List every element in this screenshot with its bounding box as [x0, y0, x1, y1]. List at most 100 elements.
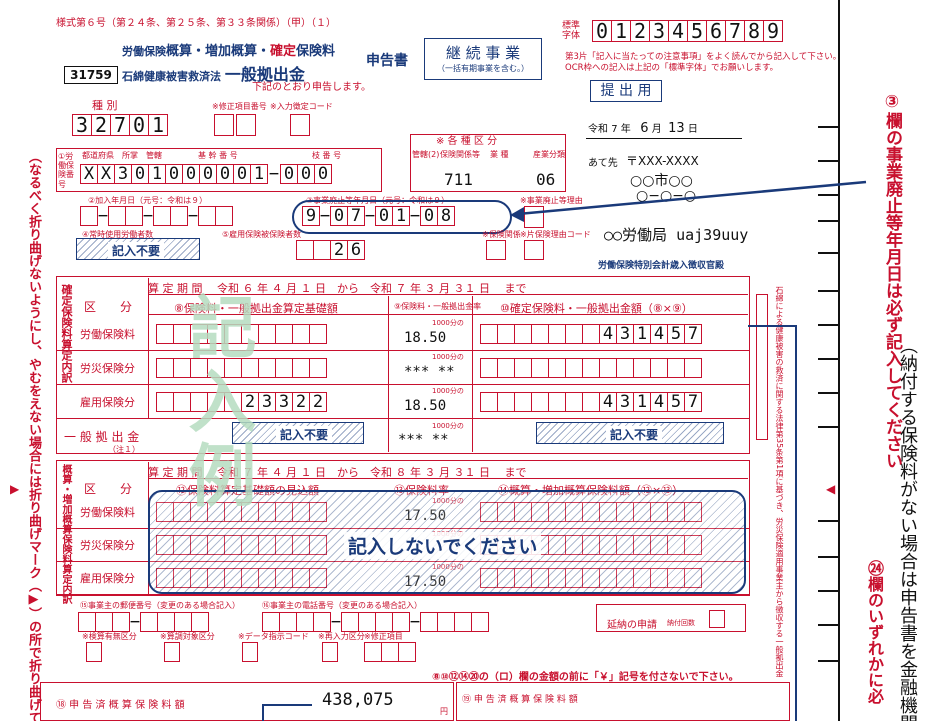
kensa-box[interactable]: [86, 642, 102, 662]
join-date-3[interactable]: [125, 206, 143, 226]
delay-count-box[interactable]: [709, 610, 725, 628]
end-date-digit-9[interactable]: 8: [437, 206, 455, 226]
end-date-digit-4[interactable]: −: [364, 206, 376, 226]
insurance-digit-3[interactable]: 0: [131, 164, 149, 184]
final-base-digit-0-9[interactable]: [309, 324, 327, 344]
estimate-base-cells-1[interactable]: [156, 535, 327, 555]
right-cut-line: [838, 0, 840, 721]
hoken-box[interactable]: [486, 240, 506, 260]
shubetsu-digit-0[interactable]: 3: [72, 113, 92, 137]
callout-arrow-head: [510, 207, 524, 222]
std-digit-1: 1: [611, 19, 631, 43]
estimate-base-digit-2-9[interactable]: [309, 568, 327, 588]
join-date-6[interactable]: [170, 206, 188, 226]
reinput-label: ※再入力区分: [318, 632, 365, 641]
insured-digit-1[interactable]: 6: [347, 240, 365, 260]
col-eda: 枝 番 号: [312, 151, 342, 160]
phone-cell-9[interactable]: −: [409, 612, 421, 632]
end-date-digit-1[interactable]: −: [319, 206, 331, 226]
insured-digit-0[interactable]: 2: [330, 240, 348, 260]
estimate-amount-cells-2[interactable]: [480, 568, 702, 588]
address-office: ○○労働局 uaj39uuy: [604, 226, 749, 244]
final-base-cells-0[interactable]: [156, 324, 327, 344]
final-amount-digit-2-10[interactable]: 4: [650, 392, 668, 412]
postal-change-label: ⑮事業主の郵便番号（変更のある場合記入）: [80, 601, 240, 610]
data-code-box[interactable]: [242, 642, 258, 662]
insured-label: ⑤雇用保険被保険者数: [222, 230, 302, 239]
prev-estimate-label-2: ⑲ 申 告 済 概 算 保 険 料 額: [462, 695, 578, 705]
workers-not-required-label: 記入不要: [108, 242, 165, 259]
postal-cell-2[interactable]: [112, 612, 130, 632]
estimate-amount-digit-1-12[interactable]: [684, 535, 702, 555]
tick-6: [818, 290, 840, 292]
insurance-digit-13[interactable]: 0: [314, 164, 332, 184]
amount-callout-line: [748, 325, 797, 721]
join-date-0[interactable]: [80, 206, 98, 226]
code-box[interactable]: [524, 240, 544, 260]
date-underline: [586, 138, 742, 139]
final-period: 算 定 期 間 令和 ６ 年 ４ 月 １ 日 から 令和 ７ 年 ３ 月 ３１ …: [148, 282, 527, 295]
shusei-box-1[interactable]: [214, 114, 234, 136]
estimate-amount-cells-0[interactable]: [480, 502, 702, 522]
shubetsu-digit-4[interactable]: 1: [148, 113, 168, 137]
shubetsu-digit-1[interactable]: 2: [91, 113, 111, 137]
estimate-base-cells-0[interactable]: [156, 502, 327, 522]
estimate-amount-digit-2-12[interactable]: [684, 568, 702, 588]
final-amount-cells-1[interactable]: [480, 358, 702, 378]
phone-change-cells[interactable]: −−: [262, 612, 489, 632]
kensa-label: ※検算有無区分: [82, 632, 137, 641]
final-amount-digit-0-12[interactable]: 7: [684, 324, 702, 344]
sanshutsu-box[interactable]: [164, 642, 180, 662]
phone-cell-3[interactable]: [313, 612, 331, 632]
phone-cell-8[interactable]: [392, 612, 410, 632]
postal-cell-3[interactable]: −: [129, 612, 141, 632]
postal-cell-7[interactable]: [191, 612, 209, 632]
insurance-dash: −: [268, 164, 280, 184]
postal-change-cells[interactable]: −: [78, 612, 209, 632]
shubetsu-digit-2[interactable]: 7: [110, 113, 130, 137]
address-line-1: ○○市○○: [630, 173, 693, 189]
join-date-4[interactable]: −: [142, 206, 154, 226]
tick-14: [818, 624, 840, 626]
final-base-digit-2-9[interactable]: 2: [309, 392, 327, 412]
join-date-cells[interactable]: −−−: [80, 206, 233, 226]
reinput-box[interactable]: [322, 642, 338, 662]
prev-estimate-unit: 円: [440, 707, 448, 716]
final-base-cells-1[interactable]: [156, 358, 327, 378]
form-code: 31759: [64, 66, 118, 84]
final-col-base: ⑧保険料・一般拠出金算定基礎額: [174, 302, 338, 315]
insurance-digit-10[interactable]: 1: [250, 164, 268, 184]
end-date-digit-6[interactable]: 1: [392, 206, 410, 226]
final-amount-digit-2-12[interactable]: 7: [684, 392, 702, 412]
sample-watermark: 記入例: [176, 292, 255, 514]
final-amount-digit-1-12[interactable]: [684, 358, 702, 378]
shusei-item-cells[interactable]: [364, 642, 416, 662]
shusei-box-2[interactable]: [236, 114, 256, 136]
phone-cell-4[interactable]: −: [330, 612, 342, 632]
estimate-base-digit-0-9[interactable]: [309, 502, 327, 522]
prev-arrow-line: [262, 704, 312, 706]
std-digit-4: 4: [668, 19, 688, 43]
estimate-base-digit-1-9[interactable]: [309, 535, 327, 555]
final-base-digit-1-9[interactable]: [309, 358, 327, 378]
title-suffix: 申告書: [366, 53, 408, 69]
join-date-7[interactable]: −: [187, 206, 199, 226]
estimate-rate-2: 17.50: [404, 574, 446, 590]
join-date-9[interactable]: [215, 206, 233, 226]
final-row-label-2: 雇用保険分: [80, 396, 135, 409]
final-rate-unit-0: 1000分の: [432, 319, 464, 327]
nyuryoku-box[interactable]: [290, 114, 310, 136]
end-date-digit-3[interactable]: 7: [347, 206, 365, 226]
end-date-digit-7[interactable]: −: [409, 206, 421, 226]
estimate-amount-digit-0-12[interactable]: [684, 502, 702, 522]
join-date-1[interactable]: −: [97, 206, 109, 226]
phone-cell-13[interactable]: [471, 612, 489, 632]
estimate-base-cells-2[interactable]: [156, 568, 327, 588]
shusei-cell-2[interactable]: [398, 642, 416, 662]
